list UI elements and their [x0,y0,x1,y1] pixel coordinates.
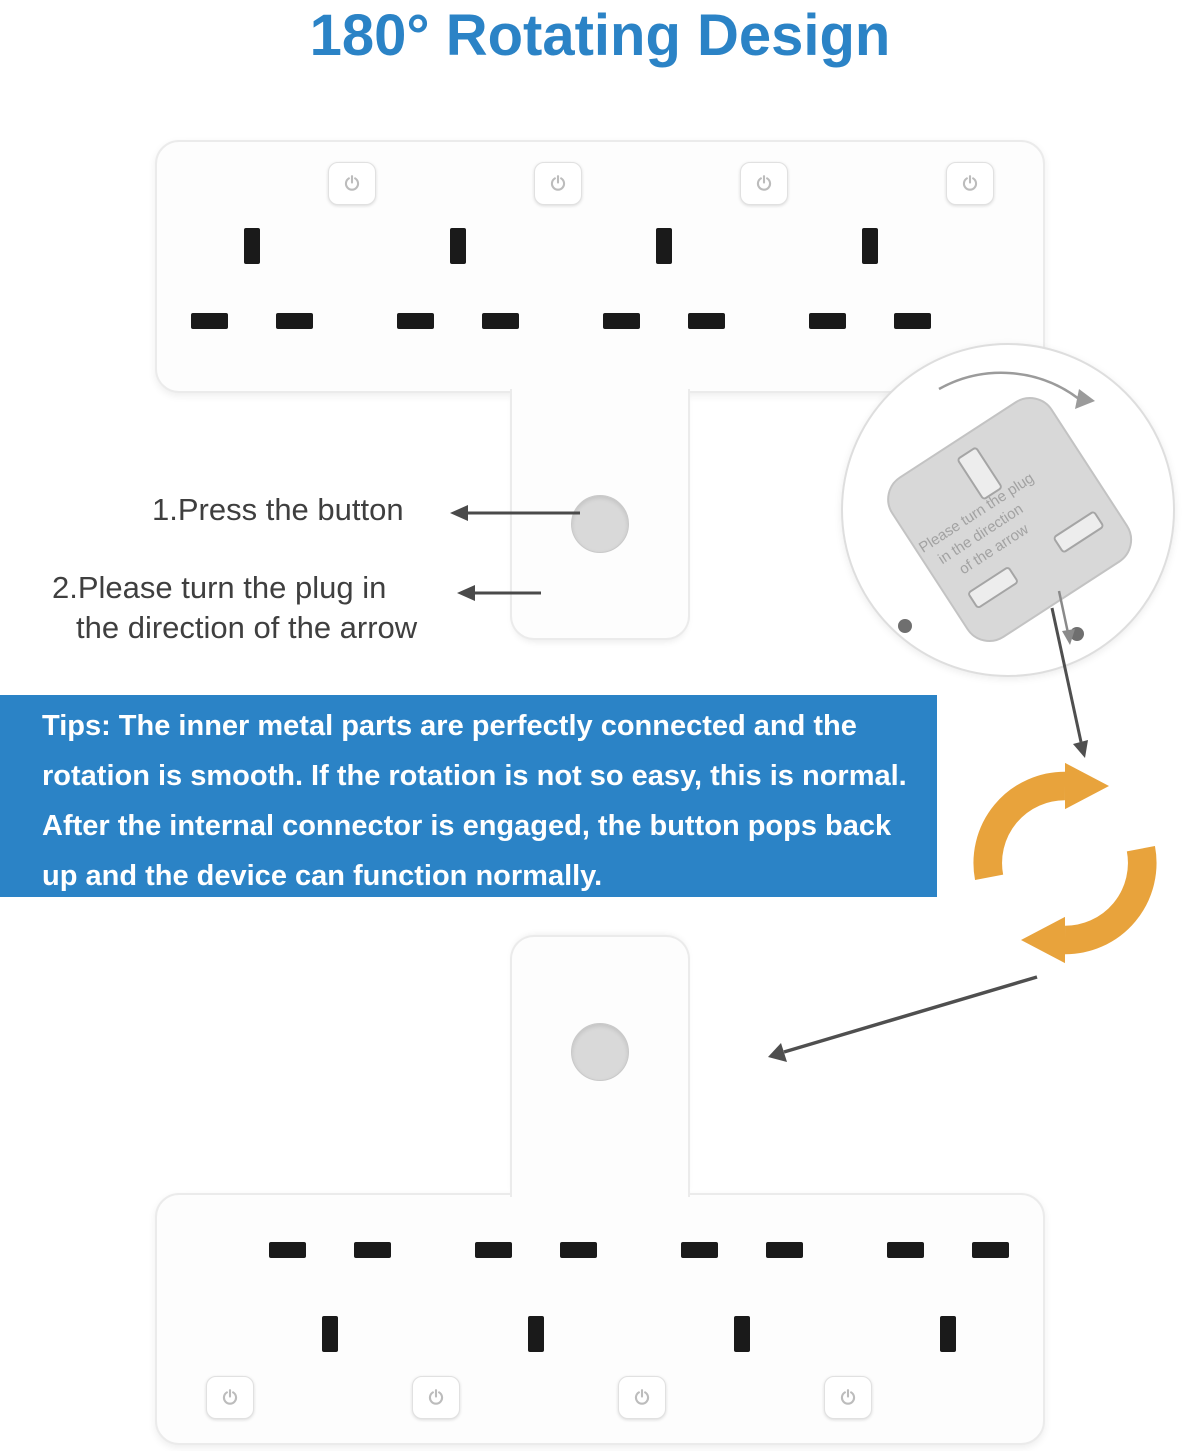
inset-to-rotate-arrow [1050,607,1088,758]
live-slot [191,313,228,329]
power-switch-top-2 [534,162,582,205]
live-slot [681,1242,718,1258]
tips-line-2: rotation is smooth. If the rotation is n… [42,760,907,792]
live-slot [887,1242,924,1258]
rotate-direction-arc [938,371,1095,409]
turn-plug-arrow [457,585,541,601]
tips-banner: Tips: The inner metal parts are perfectl… [0,695,937,897]
earth-slot [450,228,466,264]
rotation-release-button-top [571,495,629,553]
power-strip-top-bar [155,140,1045,393]
earth-slot [940,1316,956,1352]
neutral-slot [972,1242,1009,1258]
rotate-arrows-icon [973,762,1157,964]
uk-socket-top-1 [191,228,313,329]
earth-pin [957,447,1002,500]
earth-slot [734,1316,750,1352]
power-icon [344,174,360,191]
power-icon [222,1388,238,1405]
tips-line-3: After the internal connector is engaged,… [42,810,892,842]
neutral-slot [276,313,313,329]
earth-slot [862,228,878,264]
power-switch-top-4 [946,162,994,205]
power-icon [756,174,772,191]
rotate-to-device-arrow [768,975,1038,1062]
rotation-release-button-bottom [571,1023,629,1081]
power-switch-top-3 [740,162,788,205]
live-slot [269,1242,306,1258]
earth-slot [656,228,672,264]
power-icon [428,1388,444,1405]
uk-socket-top-4 [809,228,931,329]
power-switch-bottom-1 [206,1376,254,1419]
power-switch-bottom-3 [618,1376,666,1419]
live-slot [603,313,640,329]
power-switch-bottom-4 [824,1376,872,1419]
live-pin [968,567,1018,609]
annotation-turn-plug-line2: the direction of the arrow [76,610,418,645]
annotation-press-button: 1.Press the button [152,492,404,527]
page-title: 180° Rotating Design [309,3,891,68]
uk-socket-bottom-2 [475,1242,597,1352]
neutral-slot [766,1242,803,1258]
uk-socket-bottom-3 [681,1242,803,1352]
uk-socket-bottom-4 [887,1242,1009,1352]
uk-socket-bottom-1 [269,1242,391,1352]
neutral-slot [354,1242,391,1258]
neutral-slot [894,313,931,329]
power-icon [550,174,566,191]
screw-left [898,619,912,633]
earth-slot [322,1316,338,1352]
tips-line-4: up and the device can function normally. [42,860,603,892]
earth-slot [528,1316,544,1352]
live-slot [475,1242,512,1258]
power-icon [634,1388,650,1405]
pin-direction-arrow [1057,590,1075,645]
power-switch-top-1 [328,162,376,205]
neutral-slot [560,1242,597,1258]
annotation-turn-plug-line1: 2.Please turn the plug in [52,570,387,605]
press-button-arrow [450,505,580,521]
power-strip-bottom-bar [155,1193,1045,1445]
live-slot [397,313,434,329]
uk-plug-back: Please turn the plug in the direction of… [887,397,1133,642]
uk-socket-top-3 [603,228,725,329]
power-icon [840,1388,856,1405]
power-icon [962,174,978,191]
neutral-slot [482,313,519,329]
neutral-slot [688,313,725,329]
neutral-pin [1053,511,1104,553]
power-switch-bottom-2 [412,1376,460,1419]
earth-slot [244,228,260,264]
plug-rotation-inset: Please turn the plug in the direction of… [841,343,1175,677]
uk-socket-top-2 [397,228,519,329]
live-slot [809,313,846,329]
tips-line-1: Tips: The inner metal parts are perfectl… [42,710,857,742]
